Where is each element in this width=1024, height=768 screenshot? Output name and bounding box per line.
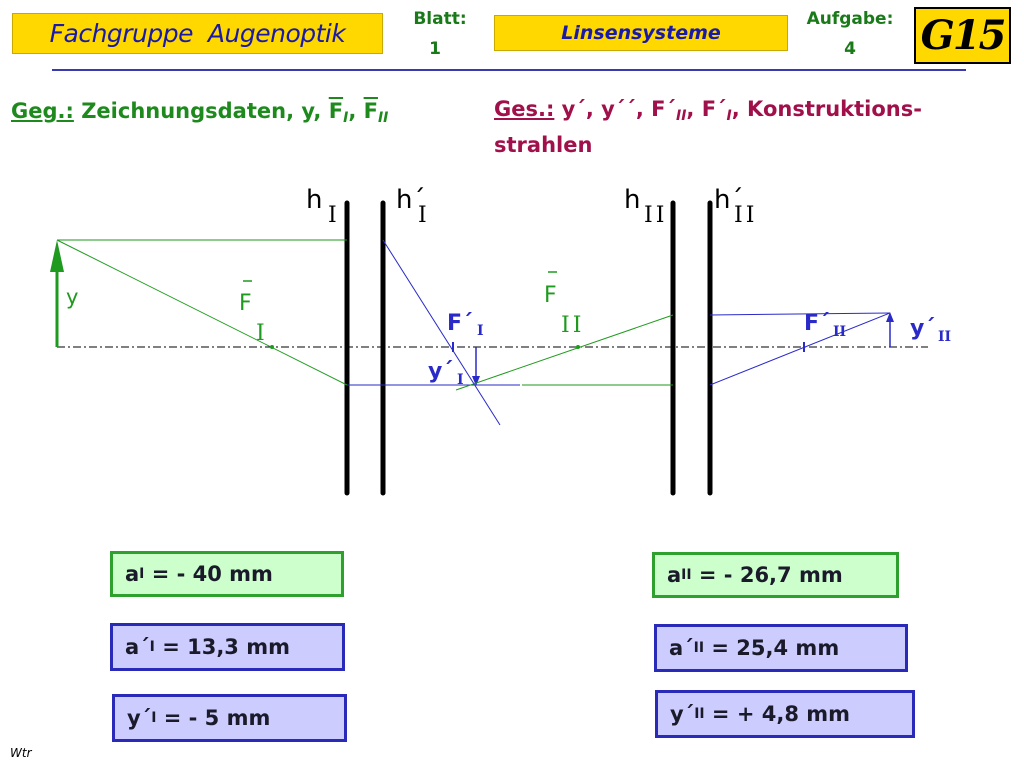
result-yp2-var: y´ — [670, 702, 695, 726]
label-h1: h — [306, 185, 322, 215]
author-initials: Wtr — [10, 746, 32, 760]
label-Fp1: F´ — [447, 311, 473, 336]
result-ap2-sub: II — [693, 640, 705, 656]
result-yp1-var: y´ — [127, 706, 152, 730]
label-y: y — [66, 285, 78, 309]
sought-sub1: II — [675, 108, 687, 124]
result-ap2-var: a´ — [669, 636, 694, 660]
result-a2-sub: II — [681, 567, 692, 583]
result-a1-val: = - 40 mm — [144, 562, 273, 586]
green-labels: y F I F II — [66, 271, 584, 346]
label-F2: F — [544, 283, 557, 308]
header-divider — [52, 69, 966, 71]
given-f1-sub: I — [343, 110, 349, 126]
given-f2: F — [363, 99, 378, 123]
blatt-label: Blatt: — [413, 9, 467, 29]
label-yp2: y´ — [910, 316, 935, 341]
topic-title: Linsensysteme — [561, 22, 721, 44]
header-title: Fachgruppe Augenoptik — [49, 19, 346, 48]
sought-part1: y´, y´´, F´ — [554, 97, 676, 121]
label-h2p: h´ — [714, 185, 743, 215]
ray-blue-lens2-a — [709, 312, 891, 316]
result-a1-sub: I — [139, 566, 145, 582]
given-label: Geg.: — [11, 99, 74, 123]
label-h1-sub: I — [328, 203, 337, 228]
sought-line: Ges.: y´, y´´, F´II, F´I, Konstruktions-… — [494, 95, 994, 160]
result-ap1-var: a´ — [125, 635, 150, 659]
result-yp2: y´II = + 4,8 mm — [655, 690, 915, 738]
result-yp1-sub: I — [151, 710, 157, 726]
result-a2-val: = - 26,7 mm — [691, 563, 843, 587]
g15-logo: G15 — [914, 7, 1011, 64]
result-ap1: a´I = 13,3 mm — [110, 623, 345, 671]
focal-point-F2 — [576, 345, 580, 349]
given-f1: F — [328, 99, 344, 123]
sought-sub2: I — [726, 108, 732, 124]
label-F1-sub: I — [256, 321, 265, 346]
given-text: Zeichnungsdaten, y, — [73, 99, 329, 123]
label-Fp1-sub: I — [477, 323, 484, 339]
focal-point-F1 — [270, 345, 274, 349]
given-line: Geg.: Zeichnungsdaten, y, FI, FII — [11, 99, 388, 126]
label-h2p-sub: II — [734, 203, 757, 228]
header-title-box: Fachgruppe Augenoptik — [12, 13, 383, 54]
label-Fp2: F´ — [804, 311, 830, 336]
result-a1-var: a — [125, 562, 140, 586]
result-yp2-val: = + 4,8 mm — [704, 702, 851, 726]
ray-focal-green — [56, 239, 348, 386]
topic-box: Linsensysteme — [494, 15, 788, 51]
intermediate-image-arrowhead — [472, 376, 480, 386]
aufgabe-label: Aufgabe: — [806, 9, 894, 29]
ray-green-lens2-a — [455, 314, 674, 391]
result-yp1-val: = - 5 mm — [156, 706, 271, 730]
aufgabe-value: 4 — [844, 39, 856, 59]
plane-labels: h I h´ I h II h´ II — [306, 185, 757, 228]
blatt-value: 1 — [429, 39, 441, 59]
result-ap2: a´II = 25,4 mm — [654, 624, 908, 672]
label-h1p-sub: I — [418, 203, 427, 228]
result-yp2-sub: II — [694, 706, 705, 722]
result-ap2-val: = 25,4 mm — [704, 636, 840, 660]
label-Fp2-sub: II — [833, 324, 846, 340]
label-h2-sub: II — [644, 203, 667, 228]
blue-labels: F´ I y´ I F´ II y´ II — [428, 311, 951, 388]
given-sep: , — [348, 99, 364, 123]
label-h1p: h´ — [396, 185, 425, 215]
sought-part3: , Konstruktions-strahlen — [494, 97, 922, 157]
result-yp1: y´I = - 5 mm — [112, 694, 347, 742]
label-yp2-sub: II — [938, 329, 951, 345]
final-image-arrowhead — [886, 312, 894, 322]
object-arrowhead — [50, 240, 64, 272]
result-a2-var: a — [667, 563, 682, 587]
result-ap1-sub: I — [149, 639, 155, 655]
result-ap1-val: = 13,3 mm — [154, 635, 290, 659]
label-h2: h — [624, 185, 640, 215]
sought-label: Ges.: — [494, 97, 555, 121]
ray-blue-lens2-b — [709, 312, 891, 386]
label-yp1-sub: I — [457, 372, 464, 388]
sought-part2: , F´ — [686, 97, 727, 121]
label-F1: F — [239, 291, 252, 316]
label-F2-sub: II — [561, 313, 584, 338]
label-yp1: y´ — [428, 359, 453, 384]
given-f2-sub: II — [377, 110, 389, 126]
ray-refracted-blue — [382, 239, 501, 426]
